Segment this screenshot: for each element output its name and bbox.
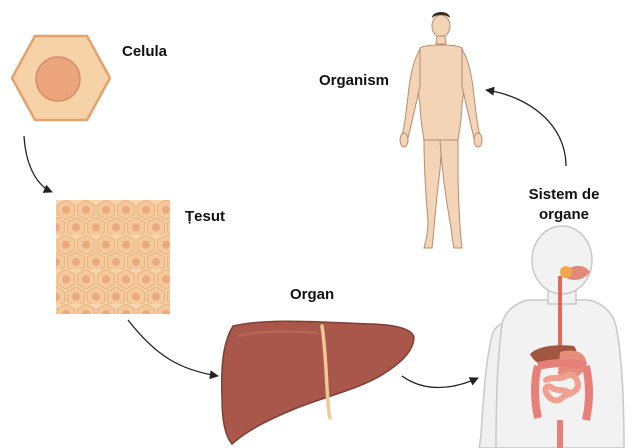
organ-system-label-line1: Sistem de: [514, 185, 614, 205]
organ-label: Organ: [290, 285, 334, 305]
organ-system-label-line2: organe: [514, 205, 614, 225]
arrow-organ-to-system: [402, 376, 478, 388]
cell-hexagon-icon: [12, 36, 110, 120]
liver-organ-icon: [222, 321, 414, 444]
arrow-cell-to-tissue: [24, 136, 52, 192]
digestive-system-icon: [479, 226, 624, 448]
human-body-icon: [400, 12, 482, 248]
tissue-grid-icon: [56, 200, 170, 314]
organism-label: Organism: [319, 71, 389, 91]
cell-label: Celula: [122, 42, 167, 62]
tissue-label: Țesut: [185, 207, 225, 227]
arrow-tissue-to-organ: [128, 320, 218, 376]
arrow-system-to-organism: [486, 90, 566, 166]
